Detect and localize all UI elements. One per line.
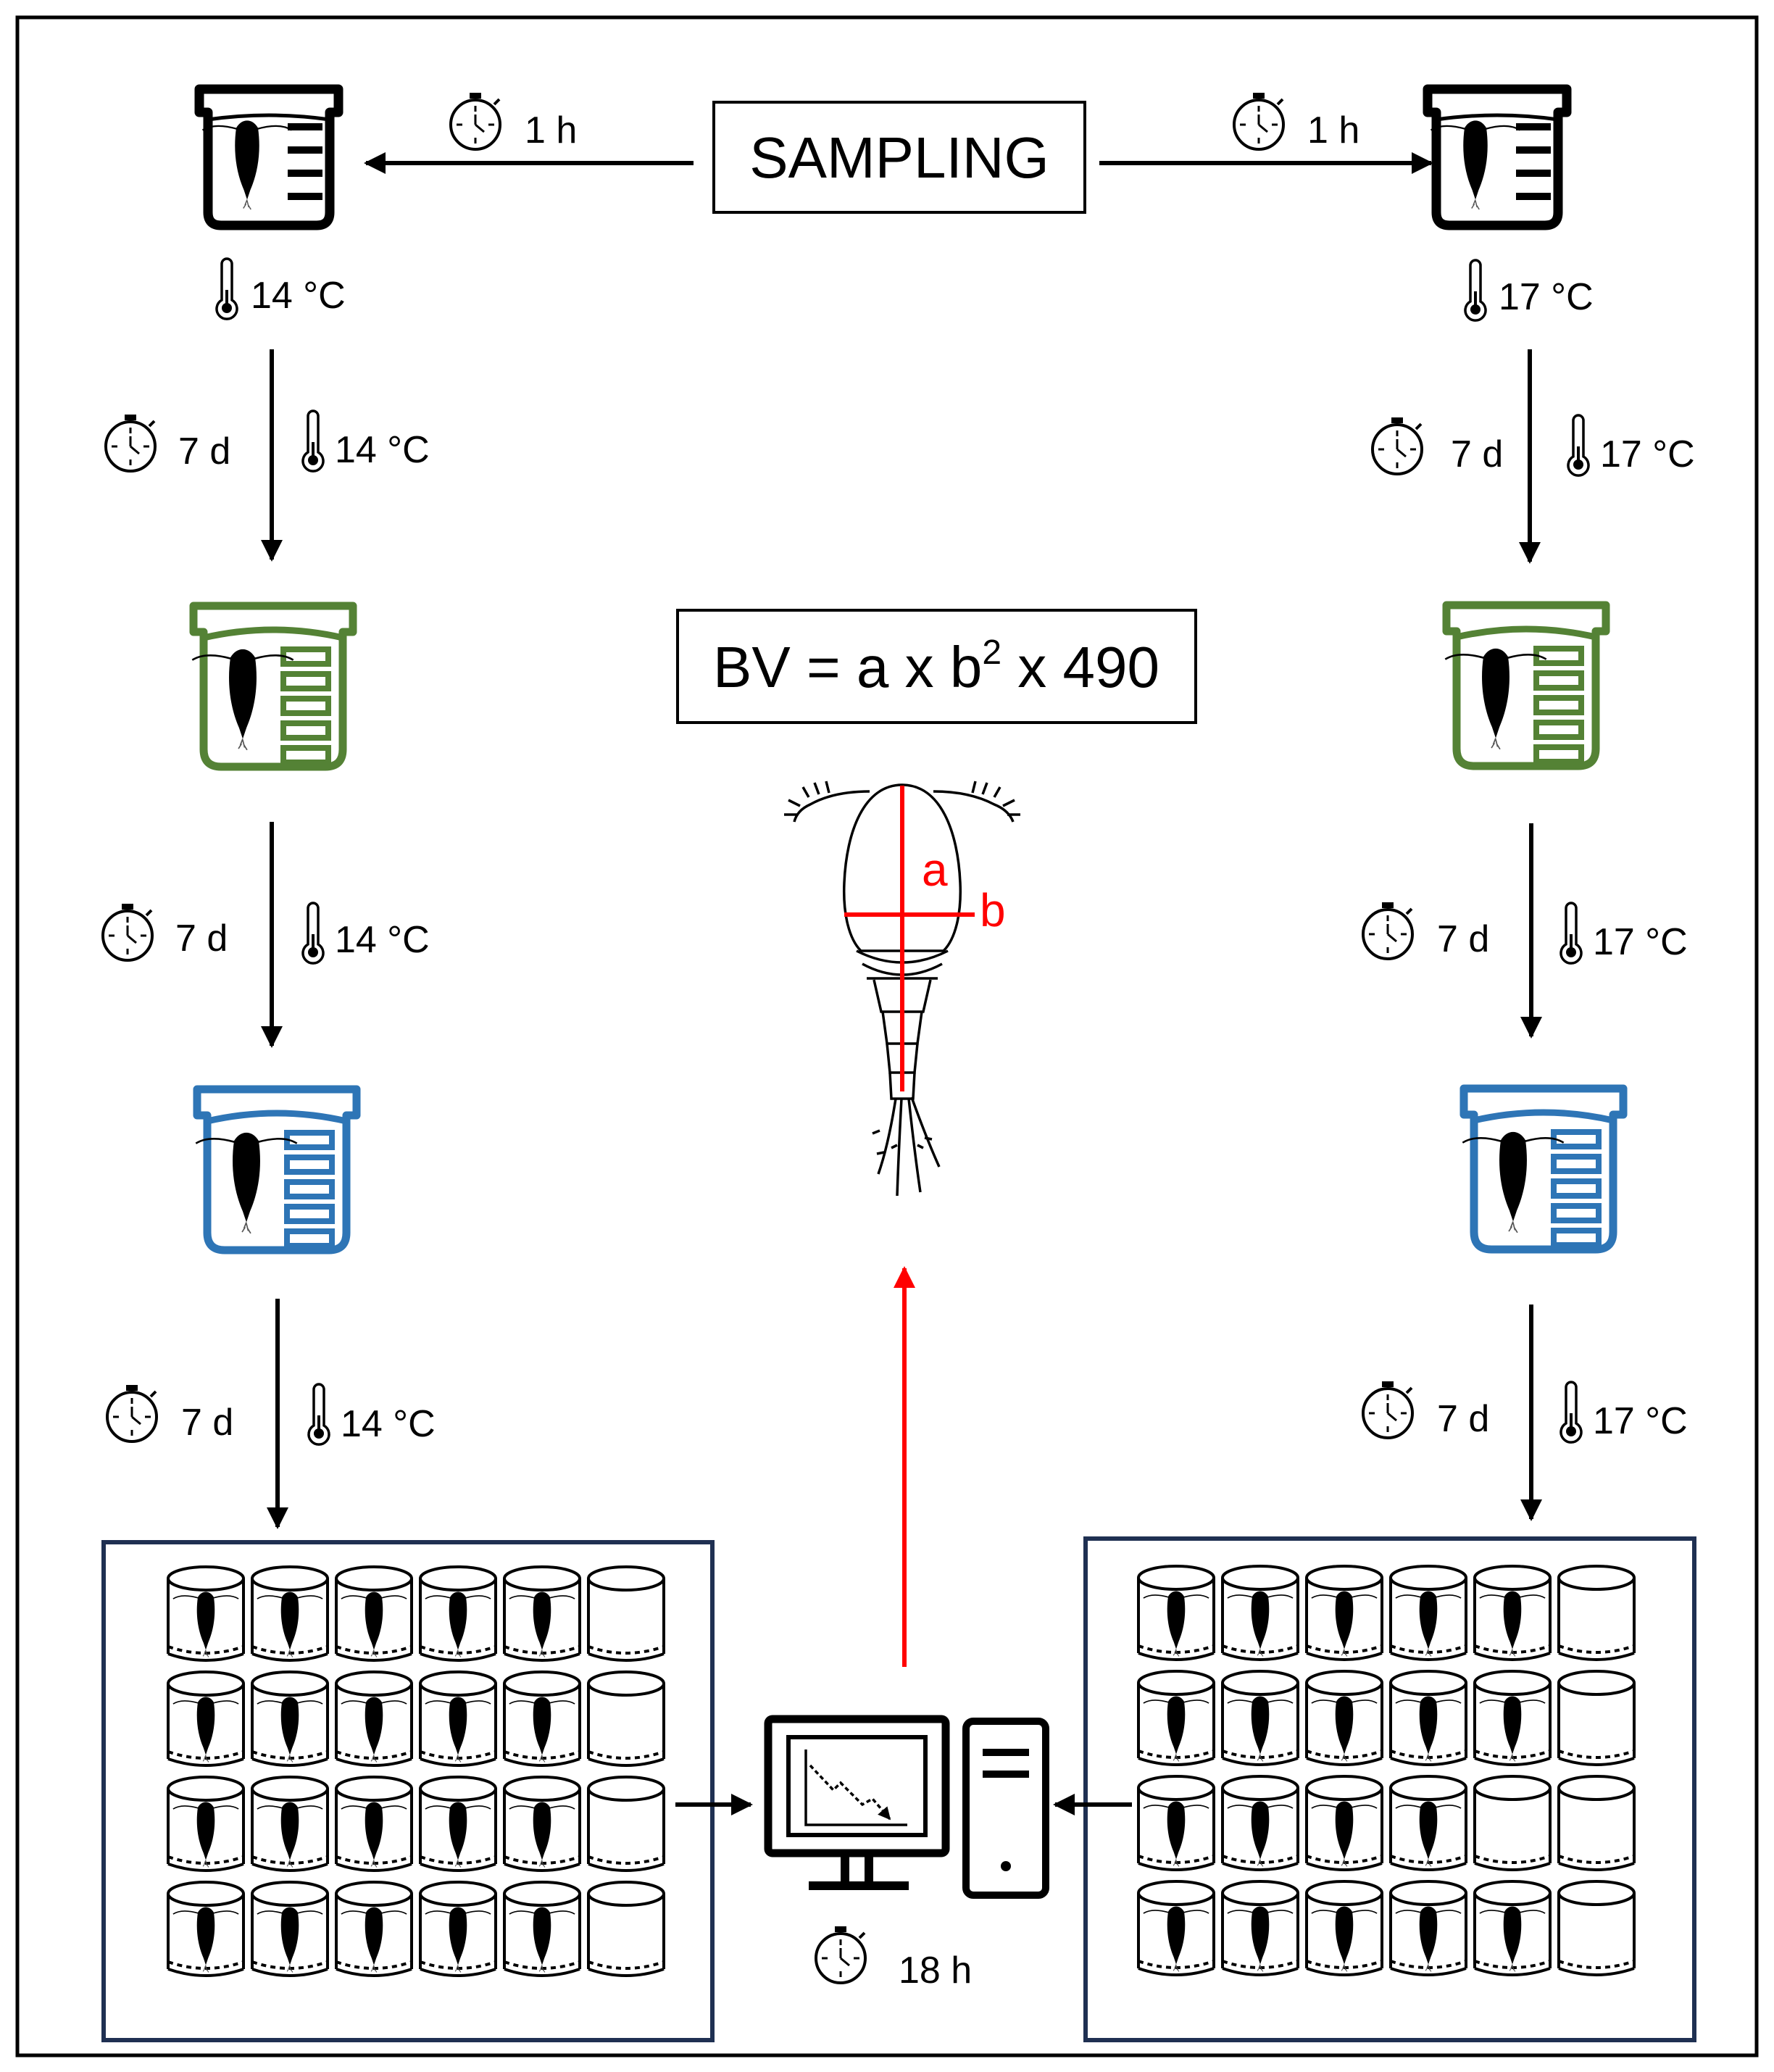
right-step1-temp: 17 °C bbox=[1600, 433, 1695, 475]
computer-monitor-icon bbox=[764, 1715, 950, 1890]
formula-box: BV = a x b2 x 490 bbox=[676, 609, 1197, 724]
thermometer-icon bbox=[301, 902, 325, 965]
stopwatch-icon bbox=[104, 413, 157, 473]
thermometer-icon bbox=[1567, 414, 1590, 478]
beaker-black-icon bbox=[1428, 89, 1567, 225]
left-step3-time: 7 d bbox=[181, 1402, 233, 1444]
left-initial-temp: 14 °C bbox=[251, 275, 346, 317]
beaker-green-icon bbox=[192, 606, 353, 767]
beaker-blue-icon bbox=[1462, 1089, 1623, 1249]
thermometer-icon bbox=[301, 409, 325, 473]
sampling-right-time: 1 h bbox=[1307, 109, 1359, 151]
thermometer-icon bbox=[1559, 1381, 1583, 1444]
beaker-blue-icon bbox=[196, 1089, 357, 1250]
right-step1-time: 7 d bbox=[1451, 433, 1503, 475]
label-a: a bbox=[922, 844, 948, 896]
computer-tower-icon bbox=[962, 1718, 1049, 1899]
beaker-green-icon bbox=[1445, 605, 1606, 766]
left-step2-time: 7 d bbox=[175, 918, 228, 960]
left-step1-temp: 14 °C bbox=[335, 429, 430, 471]
stopwatch-icon bbox=[106, 1384, 158, 1443]
thermometer-icon bbox=[1464, 259, 1487, 323]
stopwatch-icon bbox=[101, 902, 154, 962]
left-step2-temp: 14 °C bbox=[335, 919, 430, 961]
thermometer-icon bbox=[1559, 902, 1583, 965]
formula-text: BV = a x b2 x 490 bbox=[713, 633, 1159, 699]
beaker-black-icon bbox=[199, 89, 338, 225]
right-step3-time: 7 d bbox=[1437, 1398, 1489, 1440]
sampling-left-time: 1 h bbox=[525, 109, 577, 151]
stopwatch-icon bbox=[1371, 416, 1423, 475]
outer-frame bbox=[15, 15, 1759, 2058]
label-b: b bbox=[980, 884, 1006, 936]
stopwatch-icon bbox=[1362, 1380, 1414, 1439]
right-step2-temp: 17 °C bbox=[1593, 921, 1688, 963]
stopwatch-icon bbox=[449, 91, 501, 151]
stopwatch-icon bbox=[815, 1925, 867, 1984]
right-step3-temp: 17 °C bbox=[1593, 1400, 1688, 1442]
stopwatch-icon bbox=[1233, 91, 1285, 151]
stopwatch-icon bbox=[1362, 901, 1414, 960]
right-initial-temp: 17 °C bbox=[1499, 276, 1594, 318]
computer-time: 18 h bbox=[899, 1950, 972, 1992]
right-step2-time: 7 d bbox=[1437, 918, 1489, 960]
thermometer-icon bbox=[215, 257, 238, 321]
left-step3-temp: 14 °C bbox=[341, 1403, 436, 1445]
sampling-box: SAMPLING bbox=[712, 101, 1086, 214]
sampling-label: SAMPLING bbox=[749, 125, 1049, 190]
thermometer-icon bbox=[307, 1383, 330, 1447]
left-step1-time: 7 d bbox=[178, 430, 230, 473]
